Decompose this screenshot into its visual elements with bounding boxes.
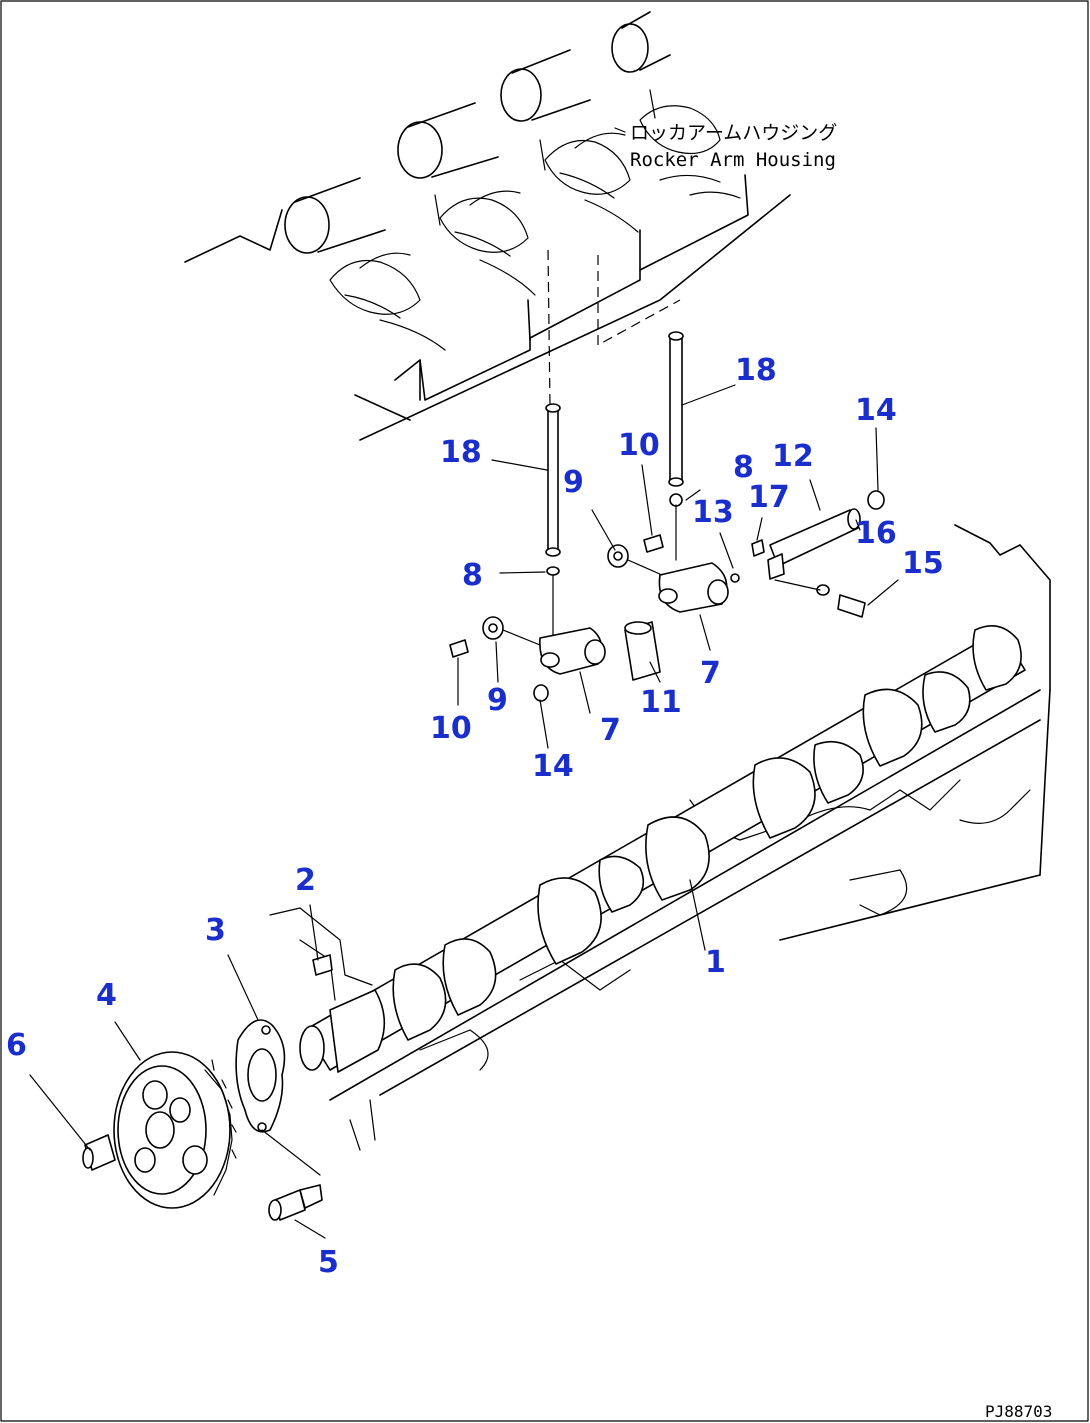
key bbox=[312, 954, 333, 976]
callout-18-left: 18 bbox=[440, 435, 482, 470]
alignment-line-left bbox=[547, 249, 551, 406]
callout-7-left: 7 bbox=[600, 713, 621, 748]
callout-7-right: 7 bbox=[700, 656, 721, 691]
callout-6: 6 bbox=[6, 1028, 27, 1063]
callout-18-right: 18 bbox=[735, 353, 777, 388]
gear-bolt bbox=[82, 1134, 116, 1171]
rocker-shaft bbox=[767, 490, 885, 618]
camshaft bbox=[299, 624, 1026, 1073]
callout-17: 17 bbox=[748, 480, 790, 515]
callout-16: 16 bbox=[855, 516, 897, 551]
push-rod-left bbox=[545, 403, 561, 557]
callout-15: 15 bbox=[902, 546, 944, 581]
cam-gear bbox=[113, 1051, 237, 1209]
callout-5: 5 bbox=[318, 1245, 339, 1280]
callout-3: 3 bbox=[205, 913, 226, 948]
plate-bolt bbox=[268, 1184, 323, 1221]
housing-leader bbox=[614, 127, 626, 133]
callout-1: 1 bbox=[705, 945, 726, 980]
callout-10-right: 10 bbox=[618, 428, 660, 463]
callout-2: 2 bbox=[295, 863, 316, 898]
callout-8-left: 8 bbox=[462, 558, 483, 593]
housing-label-jp: ロッカアームハウジング bbox=[630, 122, 837, 144]
callout-10-left: 10 bbox=[430, 711, 472, 746]
callout-9-left: 9 bbox=[487, 683, 508, 718]
alignment-line-right bbox=[597, 255, 681, 347]
callout-14-top: 14 bbox=[855, 393, 897, 428]
drawing-code: PJ88703 bbox=[985, 1402, 1052, 1421]
callout-12: 12 bbox=[772, 439, 814, 474]
housing-label-en: Rocker Arm Housing bbox=[630, 149, 836, 171]
callout-9-right: 9 bbox=[563, 465, 584, 500]
callout-numbers: 1 2 3 4 5 6 7 7 8 8 9 9 10 10 11 12 13 1… bbox=[6, 353, 944, 1280]
lifter-assembly-right bbox=[607, 493, 765, 681]
callout-13: 13 bbox=[692, 495, 734, 530]
lifter-assembly-left bbox=[449, 566, 606, 702]
callout-11: 11 bbox=[640, 685, 682, 720]
callout-14-bottom: 14 bbox=[532, 749, 574, 784]
callout-4: 4 bbox=[96, 978, 117, 1013]
callout-8-right: 8 bbox=[733, 450, 754, 485]
leader-lines bbox=[29, 384, 899, 1239]
rocker-arm-housing bbox=[184, 11, 791, 441]
push-rod-right bbox=[668, 331, 684, 487]
thrust-plate bbox=[235, 1019, 321, 1176]
